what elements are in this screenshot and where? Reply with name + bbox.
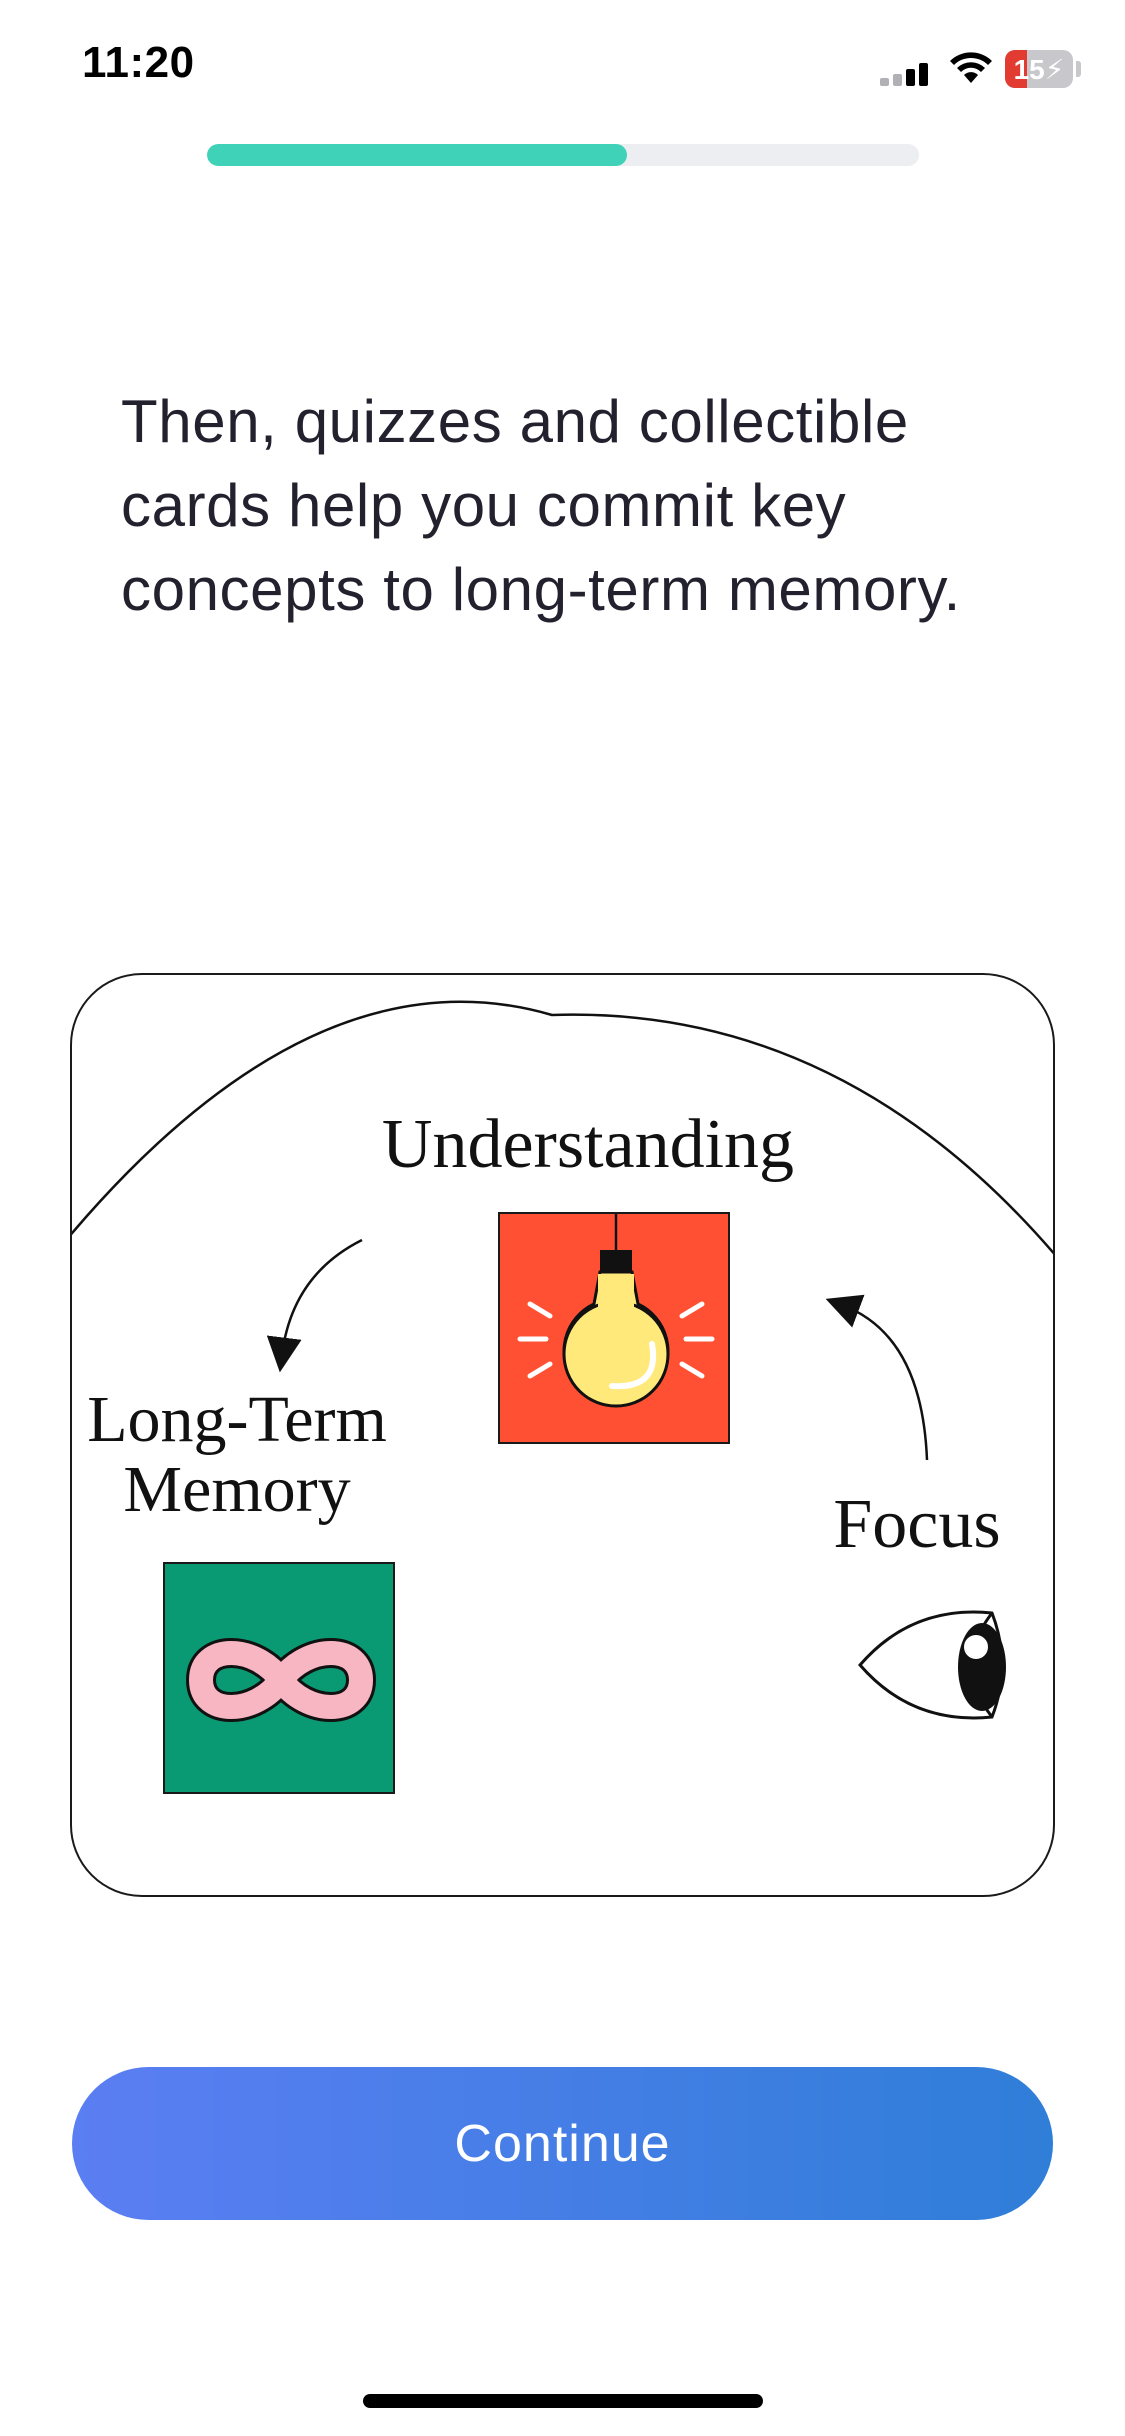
long-term-label-line2: Memory <box>123 1453 351 1526</box>
status-bar: 11:20 15⚡ <box>0 0 1125 140</box>
status-time: 11:20 <box>82 38 195 87</box>
eye-icon <box>858 1610 1006 1720</box>
focus-label: Focus <box>833 1486 1001 1563</box>
battery-indicator: 15⚡ <box>1005 50 1073 88</box>
infinity-icon <box>186 1638 376 1722</box>
lightbulb-tile <box>498 1212 730 1444</box>
battery-cap <box>1076 61 1081 77</box>
home-indicator[interactable] <box>363 2394 763 2408</box>
infinity-tile <box>163 1562 395 1794</box>
onboarding-headline: Then, quizzes and collectible cards help… <box>121 388 961 623</box>
cycle-arrows <box>72 1000 1053 1461</box>
progress-fill <box>207 144 628 166</box>
cellular-signal-icon <box>880 63 928 86</box>
long-term-label-line1: Long-Term <box>87 1383 387 1456</box>
battery-level: 15⚡ <box>1013 54 1065 85</box>
understanding-label: Understanding <box>381 1106 795 1183</box>
long-term-memory-label: Long-Term Memory <box>72 1385 402 1525</box>
lightbulb-icon <box>517 1214 715 1408</box>
learning-cycle-illustration: Understanding Long-Term Memory <box>70 973 1055 1897</box>
continue-button[interactable]: Continue <box>72 2067 1053 2220</box>
wifi-icon <box>950 52 992 83</box>
onboarding-progress-bar <box>207 144 919 166</box>
